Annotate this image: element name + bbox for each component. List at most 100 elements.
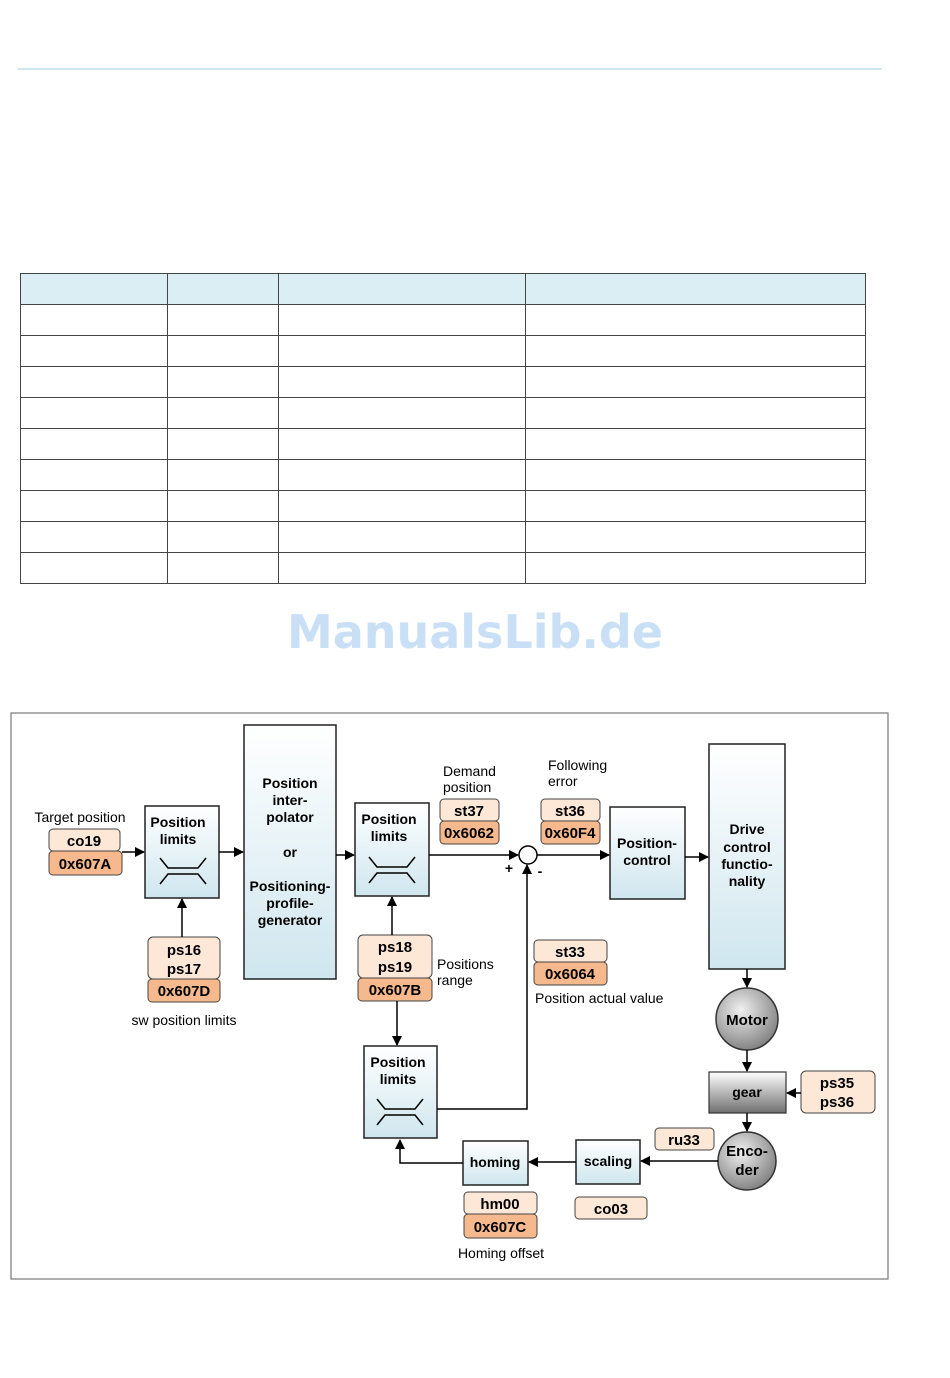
table-row	[20, 552, 866, 584]
demand-position-line-1: Demand	[443, 763, 496, 779]
table-cell	[20, 428, 168, 460]
following-error-line-1: Following	[548, 757, 607, 773]
code-ps18: ps18	[378, 939, 412, 956]
table-row	[20, 335, 866, 367]
code-box-0x607C	[463, 1213, 538, 1239]
interpolator-line-4: or	[283, 844, 298, 860]
interpolator-line-7: generator	[258, 912, 323, 928]
drive-control-line-4: nality	[729, 873, 766, 889]
code-box-ps35-ps36	[800, 1070, 876, 1114]
position-limits-box-3	[363, 1045, 438, 1139]
code-ps35: ps35	[820, 1075, 854, 1092]
code-box-0x607A	[48, 850, 123, 876]
code-box-0x607D	[147, 978, 221, 1003]
table-row	[20, 490, 866, 522]
interpolator-line-6: profile-	[266, 895, 314, 911]
scaling-label: scaling	[584, 1153, 632, 1169]
interpolator-line-1: Position	[262, 775, 317, 791]
table-row	[20, 366, 866, 398]
interpolator-line-2: inter-	[273, 792, 308, 808]
position-limits-1-line-1: Position	[150, 814, 205, 830]
positions-range-line-1: Positions	[437, 956, 494, 972]
table-cell	[525, 428, 866, 460]
table-cell	[20, 552, 168, 584]
arrow-feedback-to-junction	[437, 864, 532, 1110]
table-row	[20, 521, 866, 553]
minus-sign: -	[538, 863, 543, 879]
limiter-symbol-3	[376, 1098, 424, 1126]
table-cell	[525, 490, 866, 522]
position-limits-2-line-2: limits	[371, 828, 408, 844]
table-row	[20, 428, 866, 460]
summing-junction	[518, 845, 538, 865]
demand-position-line-2: position	[443, 779, 491, 795]
code-hm00: hm00	[480, 1196, 519, 1213]
table-cell	[278, 366, 526, 398]
drive-control-line-1: Drive	[729, 821, 764, 837]
watermark: ManualsLib.de	[286, 605, 664, 659]
code-ru33: ru33	[668, 1132, 700, 1149]
position-limits-1-line-2: limits	[160, 831, 197, 847]
code-st37: st37	[454, 803, 484, 820]
position-control-line-1: Position-	[617, 835, 677, 851]
interpolator-line-3: polator	[266, 809, 314, 825]
interpolator-line-5: Positioning-	[250, 878, 331, 894]
code-box-0x60F4	[540, 820, 601, 845]
table-row	[20, 459, 866, 491]
parameter-table	[20, 273, 866, 584]
drive-control-line-2: control	[723, 839, 770, 855]
table-cell	[167, 552, 279, 584]
connection-lines	[122, 847, 801, 1167]
encoder-circle	[717, 1131, 777, 1191]
code-0x607C: 0x607C	[474, 1219, 527, 1236]
position-control-box	[609, 806, 686, 900]
code-0x6062: 0x6062	[444, 825, 494, 842]
gear-label: gear	[732, 1084, 762, 1100]
code-0x60F4: 0x60F4	[545, 825, 597, 842]
table-cell	[525, 521, 866, 553]
code-st36: st36	[555, 803, 585, 820]
position-limits-3-line-2: limits	[380, 1071, 417, 1087]
homing-label: homing	[470, 1154, 521, 1170]
table-cell	[525, 366, 866, 398]
table-header-row	[20, 273, 866, 305]
table-header-cell	[20, 273, 168, 305]
homing-box	[462, 1140, 529, 1186]
encoder-line-1: Enco-	[726, 1143, 768, 1160]
code-box-0x6064	[533, 961, 608, 986]
target-position-label: Target position	[34, 809, 125, 825]
code-box-ru33	[654, 1127, 715, 1151]
table-cell	[278, 335, 526, 367]
arrow-homing-to-limits	[395, 1139, 463, 1164]
code-st33: st33	[555, 944, 585, 961]
table-cell	[278, 397, 526, 429]
code-ps16: ps16	[167, 942, 201, 959]
table-cell	[525, 552, 866, 584]
table-cell	[20, 397, 168, 429]
table-cell	[525, 304, 866, 336]
code-0x6064: 0x6064	[545, 966, 596, 983]
position-limits-3-line-1: Position	[370, 1054, 425, 1070]
code-box-0x607B	[357, 977, 433, 1002]
code-ps36: ps36	[820, 1094, 854, 1111]
encoder-line-2: der	[735, 1162, 759, 1179]
code-box-co03	[574, 1196, 648, 1220]
table-cell	[278, 521, 526, 553]
drive-control-box	[708, 743, 786, 970]
code-0x607A: 0x607A	[59, 856, 112, 873]
sw-position-limits-label: sw position limits	[131, 1012, 236, 1028]
following-error-line-2: error	[548, 773, 578, 789]
table-cell	[20, 366, 168, 398]
limiter-symbol-1	[159, 857, 207, 885]
table-cell	[525, 459, 866, 491]
code-0x607B: 0x607B	[369, 982, 422, 999]
code-co03: co03	[594, 1201, 628, 1218]
table-cell	[525, 335, 866, 367]
code-ps19: ps19	[378, 959, 412, 976]
position-actual-value-label: Position actual value	[535, 990, 664, 1006]
position-limits-2-line-1: Position	[361, 811, 416, 827]
plus-sign: +	[505, 860, 513, 876]
code-co19: co19	[67, 833, 101, 850]
table-cell	[167, 521, 279, 553]
